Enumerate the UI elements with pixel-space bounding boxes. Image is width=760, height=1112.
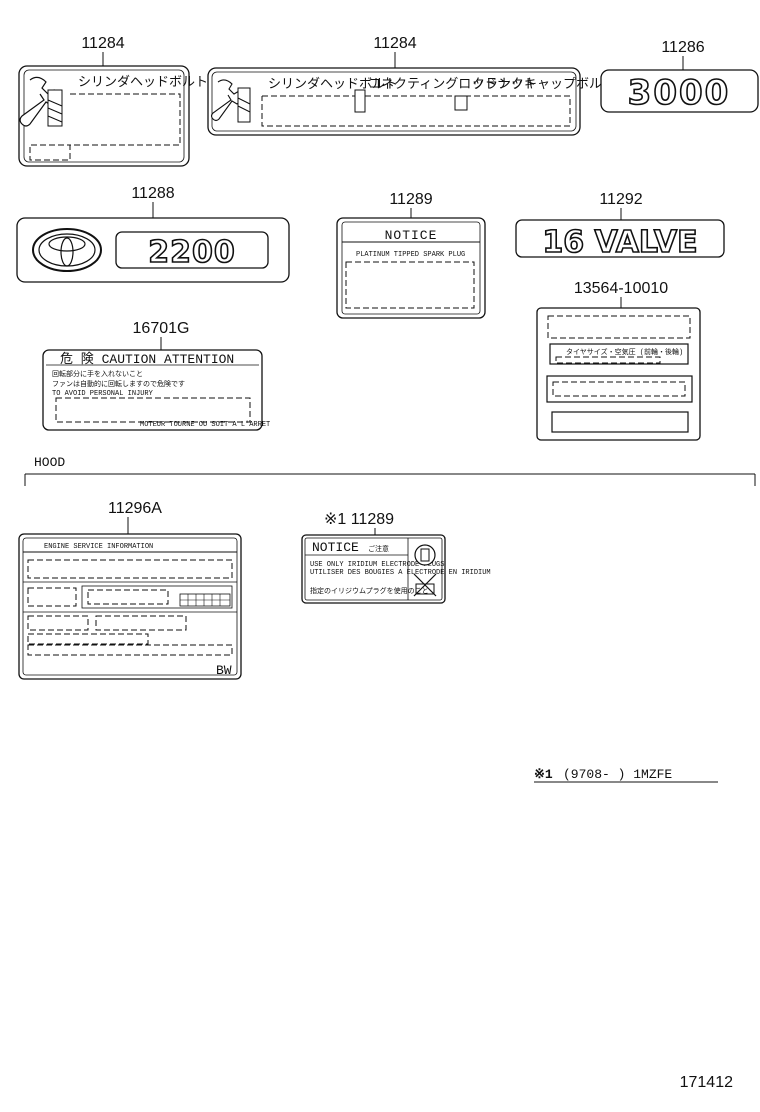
- caution-line-1: 回転部分に手を入れないこと: [52, 369, 143, 379]
- footnote: ※1 (9708- ) 1MZFE: [534, 767, 718, 783]
- footnote-mark: ※1: [534, 767, 553, 782]
- notice-small-line-1: USE ONLY IRIDIUM ELECTRODE PLUGS: [310, 561, 444, 569]
- cylinder-head-bolt-label-2: シリンダヘッドボルト: [268, 77, 398, 92]
- caution-line-2: ファンは自動的に回転しますので危険です: [52, 379, 185, 389]
- caution-line-3: TO AVOID PERSONAL INJURY: [52, 390, 154, 398]
- hood-section-divider: HOOD: [24, 455, 756, 486]
- wrench-bolt-icon: [19, 76, 63, 127]
- part-number-11288: 11288: [131, 185, 174, 202]
- cylinder-head-bolt-label: シリンダヘッドボルト: [78, 75, 208, 90]
- part-number-11286: 11286: [661, 39, 704, 56]
- emblem-11288-2200[interactable]: 11288 2200: [16, 185, 290, 283]
- notice-small-line-2: UTILISER DES BOUGIES A ELECTRODE EN IRID…: [310, 569, 491, 577]
- prohibited-icon: [413, 573, 437, 597]
- hood-label: HOOD: [34, 455, 65, 470]
- engine-service-info-title: ENGINE SERVICE INFORMATION: [44, 543, 153, 551]
- notice-iridium-title: NOTICE: [312, 540, 359, 555]
- label-11284-torque[interactable]: 11284 シリンダヘッドボルト コネクティングロッドナット クランクキャップボ…: [207, 35, 615, 136]
- wrench-bolt-icon: [210, 79, 251, 123]
- part-number-11289-alt: ※1 11289: [324, 511, 394, 528]
- label-11296a-engine-service[interactable]: 11296A ENGINE SERVICE INFORMATION BW: [18, 500, 242, 680]
- label-13564-10010-tire[interactable]: 13564-10010 タイヤサイズ・空気圧 (前輪・後輪): [536, 280, 701, 441]
- tire-size-text: タイヤサイズ・空気圧 (前輪・後輪): [566, 347, 683, 357]
- emblem-3000-text: 3000: [628, 73, 731, 113]
- caution-header: 危 険 CAUTION ATTENTION: [60, 352, 234, 367]
- crank-cap-bolt-label: クランクキャップボルト: [472, 77, 615, 92]
- part-number-11289: 11289: [389, 191, 432, 208]
- toyota-logo-icon: [32, 228, 102, 272]
- spec-grid: [179, 593, 231, 607]
- emblem-16valve-text: 16 VALVE: [542, 225, 697, 260]
- notice-jp-title: ご注意: [368, 544, 389, 554]
- notice-title: NOTICE: [385, 228, 438, 243]
- part-number-11284-b: 11284: [373, 35, 416, 52]
- part-number-11292: 11292: [599, 191, 642, 208]
- label-16701g-caution[interactable]: 16701G 危 険 CAUTION ATTENTION 回転部分に手を入れない…: [42, 320, 270, 431]
- label-11289-notice-platinum[interactable]: 11289 NOTICE PLATINUM TIPPED SPARK PLUG: [336, 191, 486, 319]
- label-11289-notice-iridium[interactable]: ※1 11289 NOTICE ご注意 USE ONLY IRIDIUM ELE…: [301, 511, 491, 604]
- part-number-13564: 13564-10010: [574, 280, 668, 297]
- drawing-number: 171412: [680, 1074, 733, 1091]
- emblem-2200-text: 2200: [148, 235, 236, 270]
- notice-small-line-4: 指定のイリジウムプラグを使用のこと: [310, 586, 429, 596]
- footnote-text: (9708- ) 1MZFE: [563, 767, 672, 782]
- emblem-11286-3000[interactable]: 11286 3000: [600, 39, 759, 114]
- caution-line-4: MOTEUR TOURNE OU SOIT A L'ARRET: [140, 421, 270, 429]
- spark-plug-icon: [414, 544, 436, 566]
- part-number-11296a: 11296A: [108, 500, 162, 517]
- part-number-16701g: 16701G: [133, 320, 190, 337]
- part-number-11284-a: 11284: [81, 35, 124, 52]
- connecting-rod-nut-label: コネクティングロッドナット: [368, 77, 536, 92]
- emblem-11292-16valve[interactable]: 11292 16 VALVE: [515, 191, 725, 261]
- platinum-plug-text: PLATINUM TIPPED SPARK PLUG: [356, 251, 465, 259]
- bw-code: BW: [216, 663, 232, 678]
- label-11284-cylinder-head[interactable]: 11284 シリンダヘッドボルト: [18, 35, 208, 167]
